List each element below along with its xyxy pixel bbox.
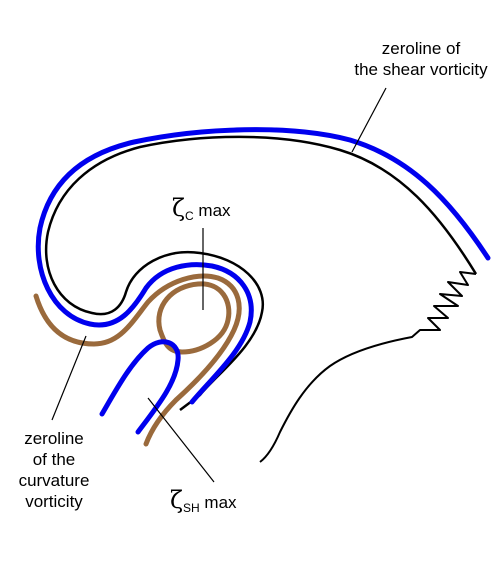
zeta-sh-suffix: max	[199, 493, 237, 512]
shear-label-pointer	[351, 87, 387, 153]
cloud-outline	[44, 135, 478, 411]
shear-zeroline-line	[35, 127, 491, 405]
zeta-sh-symbol: ζ	[170, 486, 184, 514]
cloud-edge-zigzag	[259, 271, 477, 463]
curvature-inner-ring	[156, 281, 232, 355]
zeta-c-subscript: C	[185, 209, 194, 223]
curvature-label-pointer	[51, 335, 87, 421]
shear-label-line-2: the shear vorticity	[354, 60, 488, 79]
zeta-c-symbol: ζ	[172, 194, 186, 222]
shear-label-line-1: zeroline of	[381, 39, 461, 58]
curvature-label-line-1: zeroline	[24, 429, 84, 448]
shear-inner-hook	[99, 339, 181, 435]
curvature-zeroline-line	[33, 273, 242, 447]
curvature-label-line-4: vorticity	[25, 492, 83, 511]
zeta-sh-subscript: SH	[183, 501, 200, 515]
curvature-zeroline-label: zeroline of the curvature vorticity	[0, 428, 108, 512]
zeta-sh-pointer	[147, 397, 215, 483]
zeta-c-suffix: max	[193, 201, 231, 220]
curvature-label-line-2: of the	[32, 450, 76, 469]
curvature-label-line-3: curvature	[18, 471, 90, 490]
zeta-c-max-label: ζC max	[172, 196, 231, 223]
shear-zeroline-label: zeroline of the shear vorticity	[336, 38, 500, 80]
zeta-sh-max-label: ζSH max	[170, 488, 237, 515]
